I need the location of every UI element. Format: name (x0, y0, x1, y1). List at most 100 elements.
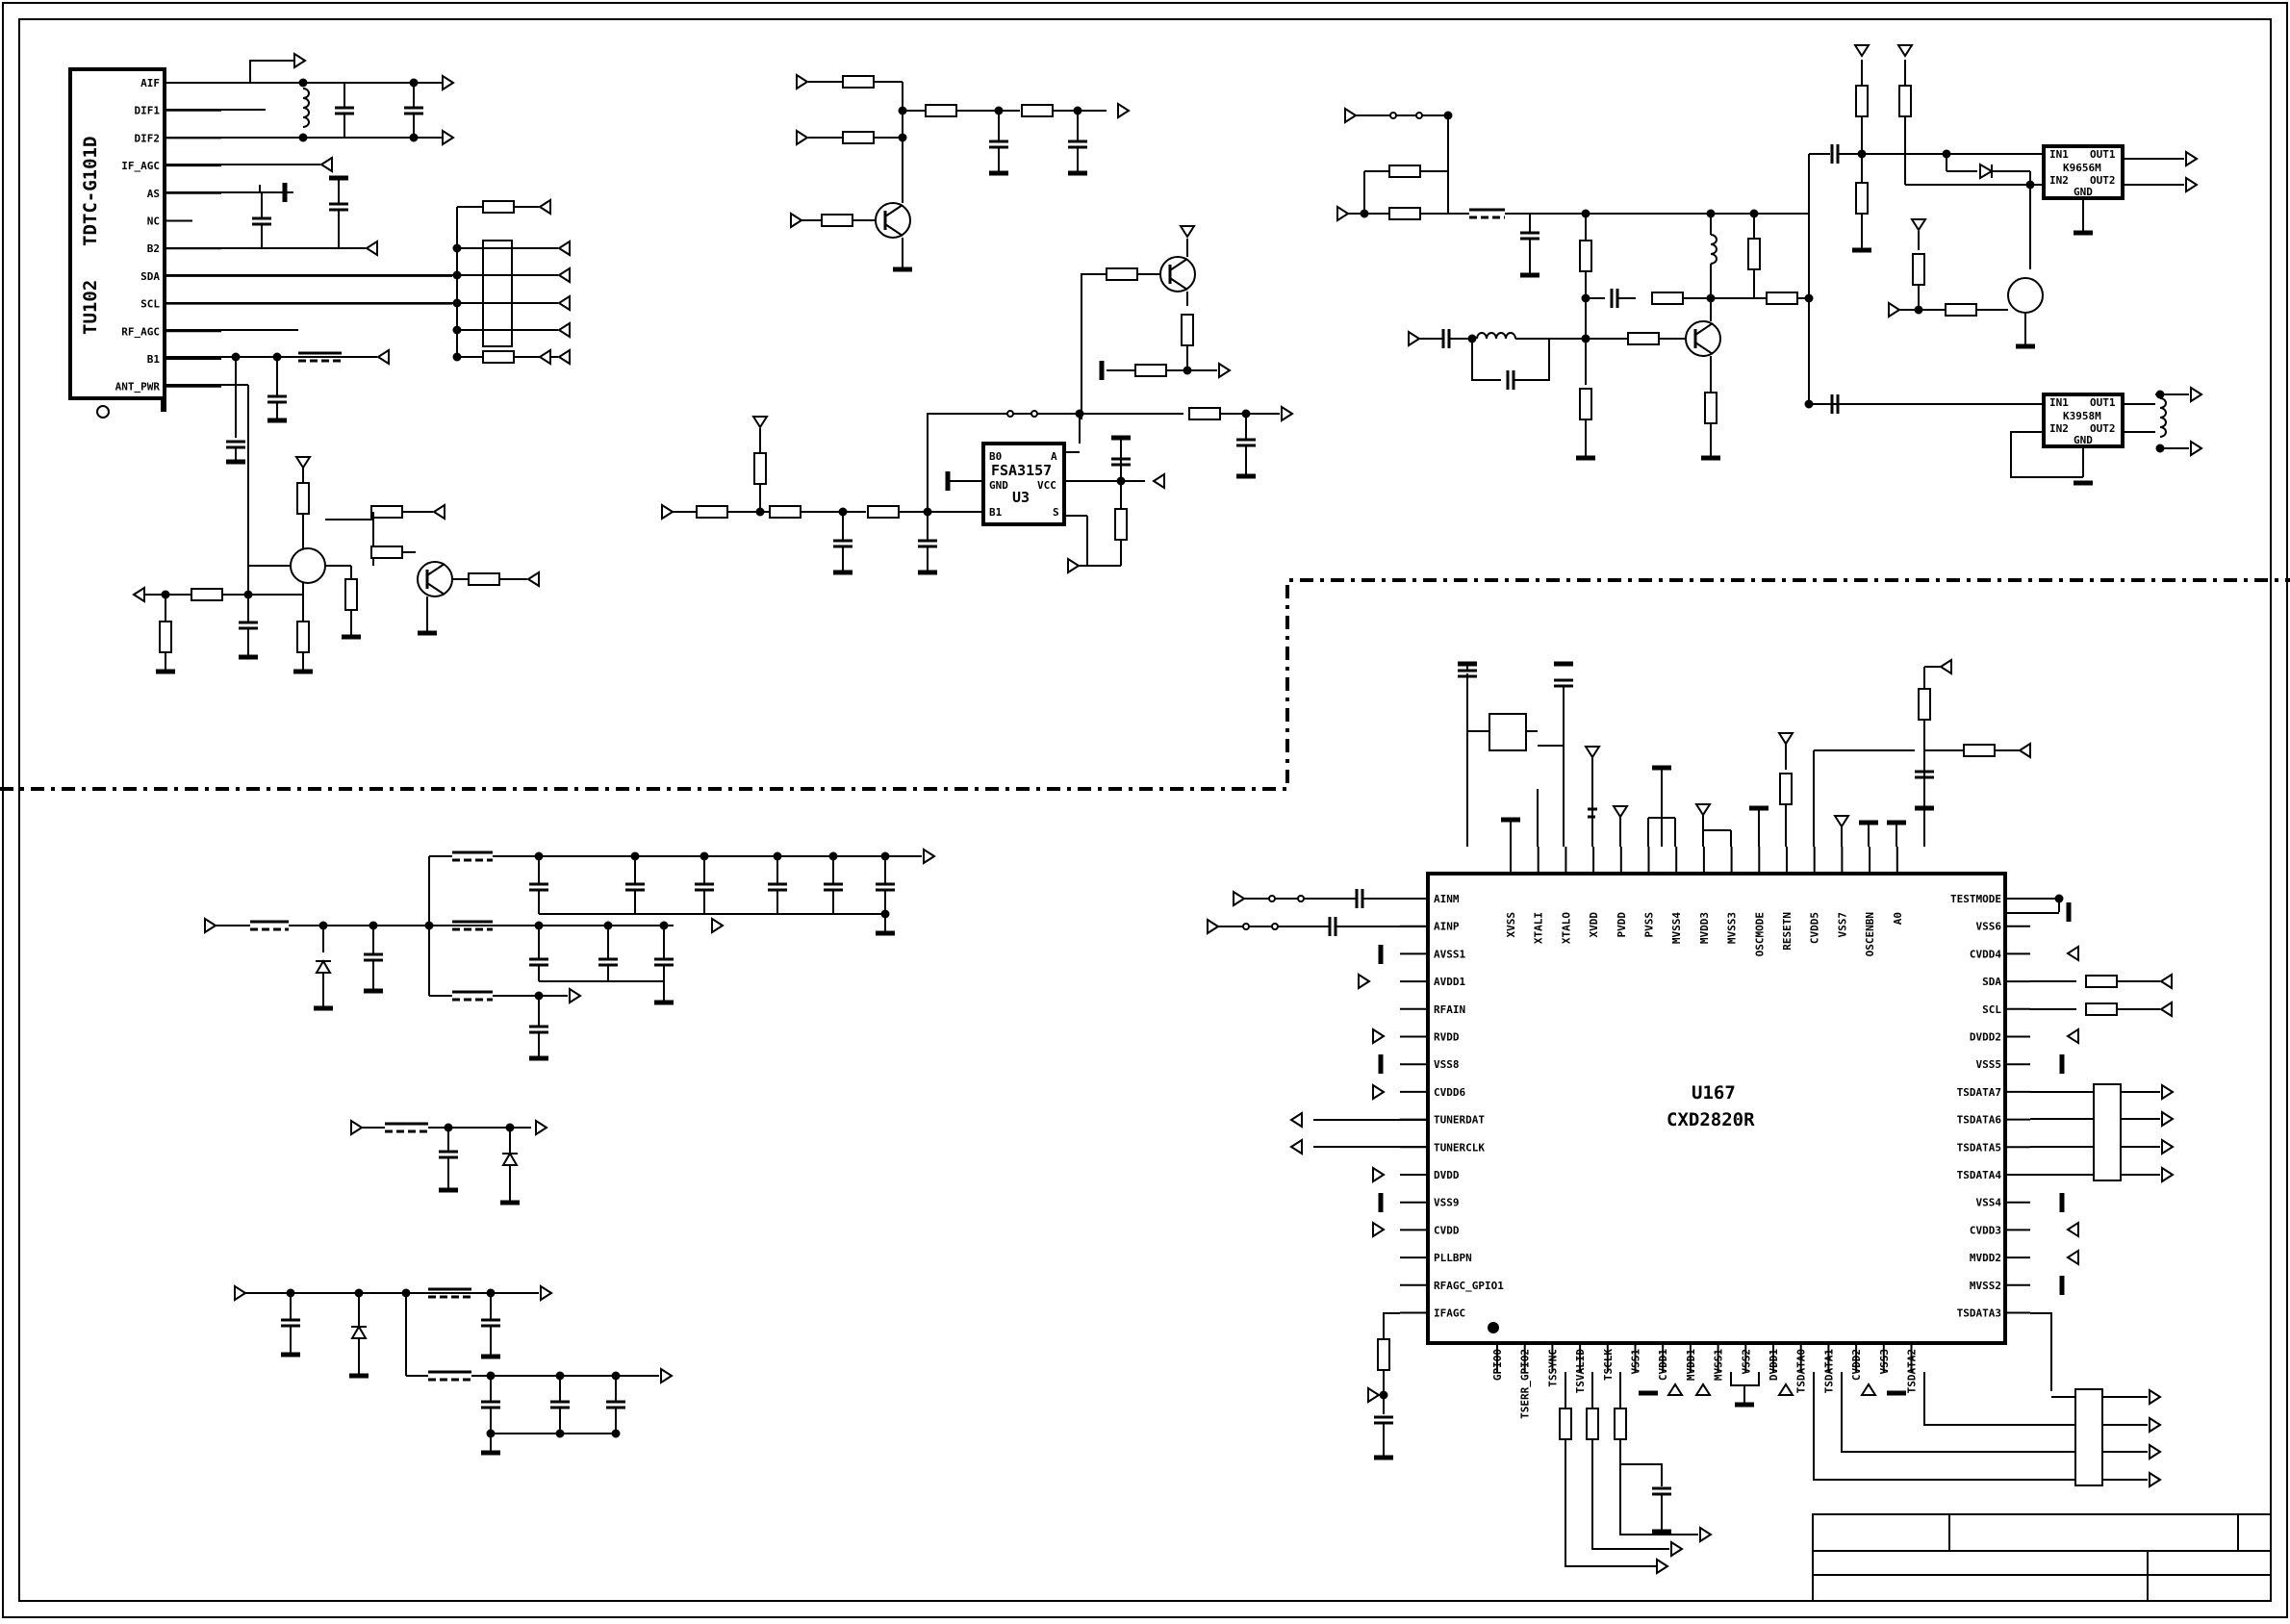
resistor (1855, 85, 1869, 117)
resistor (370, 546, 403, 559)
tuner-pin-label: AS (147, 188, 160, 200)
reg-a-gnd: GND (2074, 186, 2093, 198)
wire (1591, 1439, 1669, 1550)
wire (221, 60, 294, 84)
net-arrow (1289, 1111, 1303, 1129)
net-arrow (538, 348, 551, 366)
demod-pin-label: VSS5 (1976, 1058, 2002, 1071)
demod-pin-label: MVDD2 (1970, 1252, 2001, 1264)
resistor (1704, 392, 1718, 424)
net-arrow (526, 571, 540, 588)
net-arrow (234, 1284, 247, 1302)
resistor (842, 131, 875, 144)
net-arrow (2190, 440, 2203, 457)
net-arrow (569, 987, 582, 1004)
resistor (1188, 407, 1221, 420)
net-arrow (1777, 732, 1794, 746)
net-arrow (294, 456, 312, 469)
junction-dot (1804, 399, 1814, 409)
resistor (696, 505, 728, 519)
resistor (1855, 182, 1869, 215)
tuner-pin-labels: AIFDIF1DIF2IF_AGCASNCB2SDASCLRF_AGCB1ANT… (115, 77, 161, 393)
demod-pin-label: AVDD1 (1434, 976, 1465, 988)
net-arrow (557, 321, 571, 339)
tuner-pin-label: ANT_PWR (115, 381, 161, 393)
wire (1923, 1372, 2075, 1426)
net-arrow (557, 348, 571, 366)
net-arrow (1833, 815, 1850, 828)
net-arrow (2185, 150, 2199, 167)
tuner-section (68, 67, 166, 419)
demod-pin-label: MVSS2 (1970, 1280, 2001, 1292)
tuner-pin-label: B1 (147, 353, 161, 366)
wire (1694, 322, 1714, 336)
net-arrow (2161, 1110, 2175, 1128)
net-arrow (661, 503, 674, 520)
net-arrow (540, 1284, 553, 1302)
resistor (1912, 253, 1925, 286)
u3-pin-a: A (1051, 450, 1057, 463)
tuner-pin-label: DIF2 (135, 132, 161, 144)
reg-b-out2: OUT2 (2090, 422, 2116, 435)
resistor (482, 350, 515, 364)
u3-pin-b0: B0 (989, 450, 1002, 463)
demod-pin-label: DVDD (1434, 1169, 1460, 1181)
mosfet (290, 547, 326, 584)
u3-pin-gnd: GND (989, 479, 1008, 492)
resistor-array (2074, 1388, 2103, 1486)
demod-pin-label: PVSS (1643, 912, 1656, 938)
reg-a-in1: IN1 (2049, 148, 2069, 161)
net-arrow (557, 294, 571, 312)
resistor (1377, 1338, 1390, 1371)
net-arrow (1117, 102, 1131, 119)
net-arrow (2066, 1221, 2079, 1238)
demod-pin-label: CVDD6 (1434, 1086, 1465, 1099)
resistor (1388, 165, 1421, 178)
net-arrow (538, 198, 551, 216)
demod-pin-label: RVDD (1434, 1031, 1460, 1044)
net-arrow (1336, 205, 1350, 222)
wire (1471, 339, 1501, 381)
demod-pin-label: CVDD5 (1809, 912, 1821, 944)
net-arrow (1667, 1383, 1684, 1396)
inductor (2159, 397, 2167, 438)
net-arrow (1584, 746, 1601, 759)
reg-b-in2: IN2 (2049, 422, 2069, 435)
demod-pin-label: TSDATA6 (1957, 1114, 2002, 1127)
test-point (1271, 923, 1279, 930)
net-arrow (442, 129, 455, 146)
resistor (1114, 508, 1128, 541)
net-arrow (1408, 330, 1421, 347)
diode (1979, 163, 1994, 180)
reg-a-out1: OUT1 (2090, 148, 2116, 161)
resistor (1134, 364, 1167, 377)
resistor (370, 505, 403, 519)
resistor (1579, 240, 1592, 272)
net-arrow (660, 1367, 674, 1384)
wire (1841, 1372, 2075, 1453)
u3-part-number: FSA3157 (991, 462, 1052, 479)
test-point (1389, 112, 1397, 119)
resistor (2085, 1002, 2118, 1016)
demod-pin-label: MVDD3 (1698, 912, 1711, 944)
demod-part-number: CXD2820R (1667, 1109, 1755, 1130)
test-point (1030, 410, 1038, 418)
demod-pin-label: TSDATA7 (1957, 1086, 2001, 1099)
wire (884, 223, 903, 237)
tuner-designator: TU102 (80, 280, 101, 335)
demod-pin-label: OSCENBN (1864, 912, 1876, 956)
demod-pin-label: XTALI (1533, 912, 1545, 944)
net-arrow (1777, 1383, 1794, 1396)
resistor (1766, 292, 1798, 305)
demod-pin-label: XVSS (1505, 912, 1517, 938)
demod-pin-label: PLLBPN (1434, 1252, 1472, 1264)
net-arrow (2185, 176, 2199, 193)
demod-pin-label: TSERR_GPIO2 (1519, 1349, 1532, 1419)
wire (884, 204, 903, 217)
tuner-pin-label: IF_AGC (121, 160, 160, 172)
demod-pin-label: SDA (1982, 976, 2001, 988)
resistor (1181, 314, 1194, 346)
resistor (1586, 1408, 1599, 1440)
